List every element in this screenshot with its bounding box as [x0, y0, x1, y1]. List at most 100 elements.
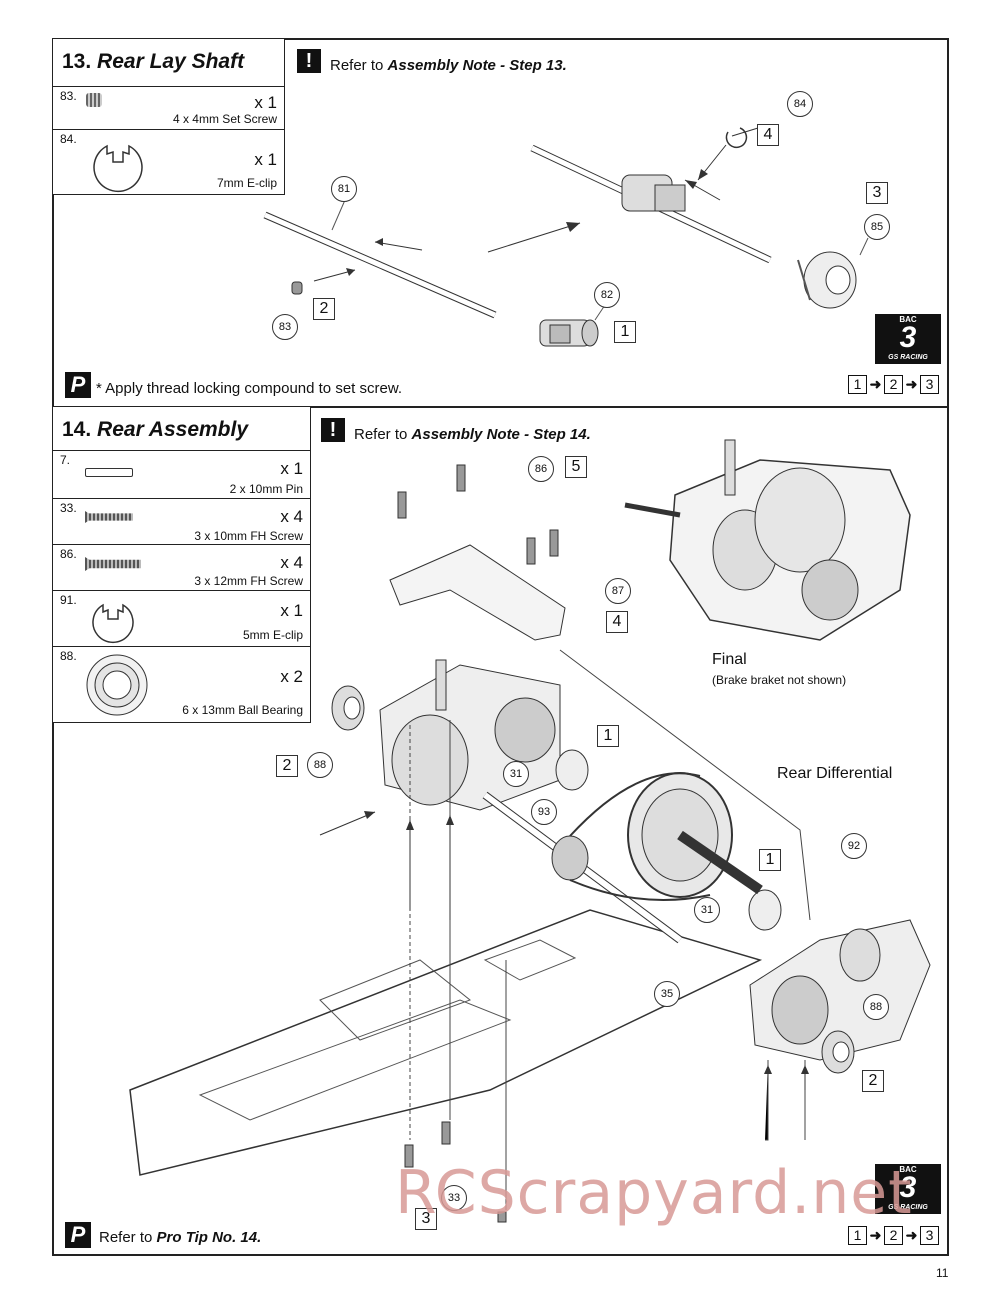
- sequence-1: 1: [848, 375, 867, 394]
- part-qty: x 4: [280, 507, 303, 526]
- callout-88: 88: [863, 994, 889, 1020]
- arrow-right-icon: ➜: [869, 1227, 882, 1243]
- part-row-91: 91. x 1 5mm E-clip: [53, 591, 311, 647]
- callout-87: 87: [605, 578, 631, 604]
- callout-31: 31: [694, 897, 720, 923]
- sequence-1: 1: [848, 1226, 867, 1245]
- rear-differential-label: Rear Differential: [777, 765, 893, 782]
- final-label: Final: [712, 651, 747, 668]
- step13-number: 13.: [62, 50, 92, 73]
- step-number-2: 2: [862, 1070, 884, 1092]
- gs-racing-logo: BAC 3 GS RACING: [875, 1164, 941, 1214]
- logo-bottom-text: GS RACING: [888, 1204, 928, 1211]
- step14-title-text: Rear Assembly: [97, 418, 249, 441]
- e-clip-icon: [92, 603, 134, 643]
- arrow-right-icon: ➜: [905, 376, 918, 392]
- part-qty: x 2: [280, 667, 303, 686]
- arrow-right-icon: ➜: [869, 376, 882, 392]
- rear-assembly-diagram: [129, 439, 931, 1223]
- step14-tip: Refer to Pro Tip No. 14.: [99, 1229, 261, 1246]
- screw-icon: [85, 557, 141, 571]
- step-number-4: 4: [757, 124, 779, 146]
- step14-title: 14. Rear Assembly: [62, 418, 248, 442]
- callout-82: 82: [594, 282, 620, 308]
- logo-top-text: BAC: [899, 315, 917, 324]
- part-row-88: 88. x 2 6 x 13mm Ball Bearing: [53, 647, 311, 723]
- step-number-1: 1: [597, 725, 619, 747]
- step13-assembly-note: Refer to Assembly Note - Step 13.: [330, 57, 567, 74]
- warning-icon: !: [297, 49, 321, 73]
- part-number: 33.: [60, 501, 77, 515]
- step-number-2: 2: [313, 298, 335, 320]
- tip-reference: Pro Tip No. 14.: [156, 1229, 262, 1246]
- logo-top-text: BAC: [899, 1165, 917, 1174]
- part-row-7: 7. x 1 2 x 10mm Pin: [53, 451, 311, 499]
- sequence-indicator: 1➜2➜3: [848, 1226, 939, 1245]
- sequence-indicator: 1➜2➜3: [848, 375, 939, 394]
- step-number-3: 3: [415, 1208, 437, 1230]
- screw-icon: [85, 511, 133, 523]
- part-desc: 5mm E-clip: [242, 628, 303, 642]
- pin-icon: [85, 468, 133, 477]
- step-number-5: 5: [565, 456, 587, 478]
- note-reference: Assembly Note - Step 13.: [387, 57, 567, 74]
- callout-92: 92: [841, 833, 867, 859]
- callout-35: 35: [654, 981, 680, 1007]
- step13-parts-panel: [53, 39, 285, 195]
- step-number-1: 1: [759, 849, 781, 871]
- note-prefix: Refer to: [354, 426, 408, 443]
- part-row-33: 33. x 4 3 x 10mm FH Screw: [53, 499, 311, 545]
- callout-84: 84: [787, 91, 813, 117]
- note-reference: Assembly Note - Step 14.: [411, 426, 591, 443]
- set-screw-icon: [86, 93, 102, 107]
- step13-tip: * Apply thread locking compound to set s…: [96, 380, 403, 397]
- part-number: 83.: [60, 89, 77, 103]
- step13-title: 13. Rear Lay Shaft: [62, 50, 244, 74]
- part-qty: x 1: [254, 150, 277, 169]
- part-qty: x 1: [280, 601, 303, 620]
- callout-33: 33: [441, 1185, 467, 1211]
- part-desc: 2 x 10mm Pin: [229, 482, 303, 496]
- sequence-2: 2: [884, 375, 903, 394]
- final-sublabel: (Brake braket not shown): [712, 673, 847, 687]
- divider: [53, 450, 311, 451]
- part-qty: x 1: [254, 93, 277, 112]
- e-clip-icon: [93, 144, 143, 193]
- part-number: 91.: [60, 593, 77, 607]
- rear-lay-shaft-diagram: [263, 127, 869, 347]
- callout-88: 88: [307, 752, 333, 778]
- warning-icon: !: [321, 418, 345, 442]
- callout-83: 83: [272, 314, 298, 340]
- sequence-3: 3: [920, 1226, 939, 1245]
- callout-85: 85: [864, 214, 890, 240]
- callout-93: 93: [531, 799, 557, 825]
- part-desc: 7mm E-clip: [216, 176, 277, 190]
- sequence-2: 2: [884, 1226, 903, 1245]
- pro-tip-icon: P: [65, 1222, 91, 1248]
- step-number-2: 2: [276, 755, 298, 777]
- step-number-4: 4: [606, 611, 628, 633]
- arrow-right-icon: ➜: [905, 1227, 918, 1243]
- step-number-1: 1: [614, 321, 636, 343]
- section-divider: [52, 406, 949, 408]
- bearing-icon: [86, 654, 148, 716]
- part-number: 88.: [60, 649, 77, 663]
- part-row-83: 83. x 1 4 x 4mm Set Screw: [53, 87, 285, 130]
- part-number: 86.: [60, 547, 77, 561]
- page-number: 11: [936, 1266, 949, 1280]
- callout-86: 86: [528, 456, 554, 482]
- pro-tip-icon: P: [65, 372, 91, 398]
- callout-31: 31: [503, 761, 529, 787]
- step13-title-text: Rear Lay Shaft: [97, 50, 245, 73]
- note-prefix: Refer to: [330, 57, 384, 74]
- watermark: RCScrapyard.net: [395, 1158, 913, 1228]
- divider: [53, 86, 285, 87]
- part-qty: x 1: [280, 459, 303, 478]
- step-number-3: 3: [866, 182, 888, 204]
- part-desc: 3 x 12mm FH Screw: [194, 574, 303, 588]
- part-number: 84.: [60, 132, 77, 146]
- sequence-3: 3: [920, 375, 939, 394]
- gs-racing-logo: BAC 3 GS RACING: [875, 314, 941, 364]
- tip-prefix: Refer to: [99, 1229, 153, 1246]
- part-desc: 4 x 4mm Set Screw: [172, 112, 277, 126]
